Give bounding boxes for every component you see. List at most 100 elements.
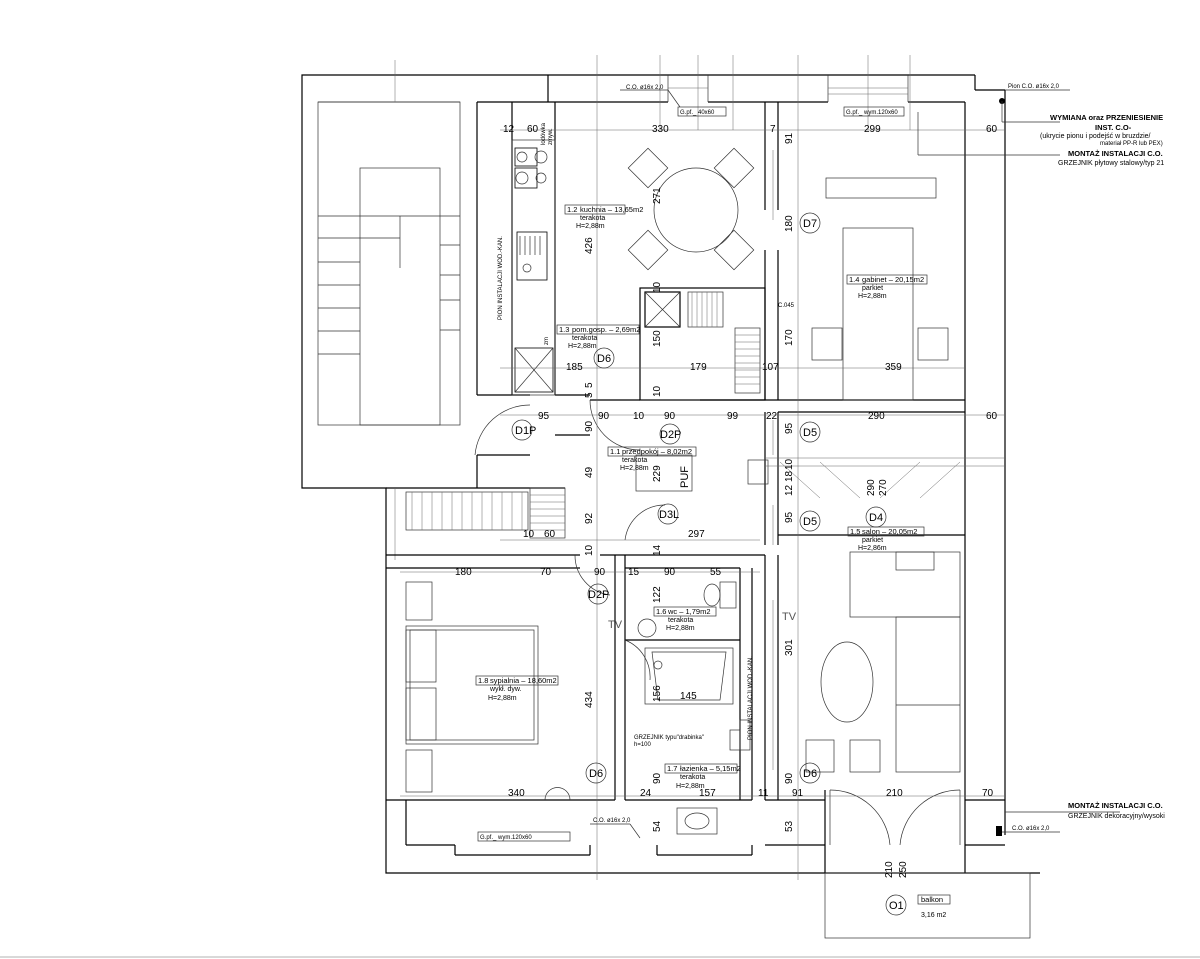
svg-text:H=2,88m: H=2,88m: [620, 465, 649, 472]
svg-text:297: 297: [688, 529, 705, 540]
svg-text:pom.gosp. – 2,69m2: pom.gosp. – 2,69m2: [572, 325, 640, 334]
svg-text:h=100: h=100: [634, 742, 652, 748]
svg-text:90: 90: [652, 772, 663, 784]
svg-text:290: 290: [868, 411, 885, 422]
dimensions-horizontal: 12 60 330 7 299 60 185 179 107 359 95 90…: [455, 124, 998, 799]
svg-text:salon – 20,05m2: salon – 20,05m2: [862, 527, 917, 536]
room-label-office: 1.4 gabinet – 20,15m2 parkiet H=2,88m: [846, 274, 928, 300]
svg-text:90: 90: [784, 772, 795, 784]
svg-text:271: 271: [652, 187, 663, 204]
svg-text:GRZEJNIK dekoracyjny/wysoki: GRZEJNIK dekoracyjny/wysoki: [1068, 813, 1165, 820]
svg-text:95: 95: [784, 422, 795, 434]
svg-text:H=2,88m: H=2,88m: [666, 625, 695, 632]
svg-text:107: 107: [762, 362, 779, 373]
svg-text:299: 299: [864, 124, 881, 135]
svg-text:10: 10: [652, 385, 663, 397]
svg-text:D6: D6: [589, 768, 603, 780]
svg-text:O1: O1: [889, 900, 904, 912]
svg-text:C.045: C.045: [778, 303, 795, 309]
svg-text:1.3: 1.3: [559, 325, 569, 334]
svg-text:157: 157: [699, 788, 716, 799]
svg-text:54: 54: [652, 820, 663, 832]
svg-text:18: 18: [784, 470, 795, 482]
svg-text:70: 70: [540, 567, 552, 578]
svg-text:C.O. ø16x 2,0: C.O. ø16x 2,0: [593, 818, 631, 824]
svg-text:PUF: PUF: [679, 466, 691, 488]
room-label-bathroom: 1.7 łazienka – 5,15m2 terakota H=2,88m: [664, 763, 741, 790]
svg-text:210: 210: [886, 788, 903, 799]
svg-text:60: 60: [986, 411, 998, 422]
svg-text:229: 229: [652, 465, 663, 482]
svg-text:49: 49: [584, 466, 595, 478]
svg-text:gabinet – 20,15m2: gabinet – 20,15m2: [862, 275, 924, 284]
svg-text:24: 24: [640, 788, 652, 799]
room-label-living: 1.5 salon – 20,05m2 parkiet H=2,86m: [847, 526, 925, 552]
svg-text:434: 434: [584, 691, 595, 708]
svg-text:TV: TV: [608, 619, 623, 631]
svg-text:WYMIANA oraz PRZENIESIENIE: WYMIANA oraz PRZENIESIENIE: [1050, 113, 1163, 122]
staircase: [317, 60, 461, 560]
svg-text:92: 92: [584, 512, 595, 524]
svg-text:zmyw.: zmyw.: [548, 128, 554, 145]
svg-text:MONTAŻ INSTALACJI C.O.: MONTAŻ INSTALACJI C.O.: [1068, 149, 1163, 158]
svg-text:D7: D7: [803, 218, 817, 230]
svg-text:D3L: D3L: [659, 509, 679, 521]
svg-text:90: 90: [598, 411, 610, 422]
svg-text:10: 10: [652, 281, 663, 293]
svg-text:1.1: 1.1: [610, 447, 620, 456]
svg-text:10: 10: [633, 411, 645, 422]
svg-text:290: 290: [866, 479, 877, 496]
dimensions-vertical: 91 271 426 180 170 150 10 10 5 5 90 49 9…: [584, 132, 909, 878]
svg-text:90: 90: [594, 567, 606, 578]
svg-text:sypialnia – 18,60m2: sypialnia – 18,60m2: [490, 676, 557, 685]
svg-text:G.pf._ wym.120x60: G.pf._ wym.120x60: [480, 835, 532, 841]
room-label-storage: 1.3 pom.gosp. – 2,69m2 terakota H=2,88m: [556, 324, 640, 350]
svg-text:22: 22: [766, 411, 778, 422]
svg-text:H=2,88m: H=2,88m: [568, 343, 597, 350]
svg-text:wc – 1,79m2: wc – 1,79m2: [667, 607, 711, 616]
svg-text:53: 53: [784, 820, 795, 832]
svg-text:330: 330: [652, 124, 669, 135]
svg-text:179: 179: [690, 362, 707, 373]
svg-text:wykł. dyw.: wykł. dyw.: [489, 686, 522, 693]
svg-text:210: 210: [884, 861, 895, 878]
svg-text:12: 12: [503, 124, 515, 135]
svg-text:14: 14: [652, 544, 663, 556]
svg-text:359: 359: [885, 362, 902, 373]
outer-walls: [301, 74, 1040, 874]
svg-text:95: 95: [784, 511, 795, 523]
svg-text:12: 12: [784, 484, 795, 496]
svg-text:D4: D4: [869, 512, 883, 524]
svg-text:156: 156: [652, 685, 663, 702]
svg-text:90: 90: [584, 420, 595, 432]
svg-text:H=2,86m: H=2,86m: [858, 545, 887, 552]
svg-text:balkon: balkon: [921, 895, 943, 904]
svg-text:1.8: 1.8: [478, 676, 488, 685]
svg-text:180: 180: [455, 567, 472, 578]
svg-text:91: 91: [784, 132, 795, 144]
svg-text:D2P: D2P: [660, 429, 681, 441]
room-label-kitchen: 1.2 kuchnia – 13,65m2 terakota H=2,88m: [564, 204, 643, 230]
svg-text:łazienka – 5,15m2: łazienka – 5,15m2: [680, 764, 741, 773]
svg-text:D1P: D1P: [515, 425, 536, 437]
svg-text:5: 5: [584, 392, 595, 398]
svg-text:150: 150: [652, 330, 663, 347]
svg-text:D6: D6: [597, 353, 611, 365]
svg-text:parkiet: parkiet: [862, 285, 883, 292]
svg-text:H=2,88m: H=2,88m: [576, 223, 605, 230]
room-label-balcony: balkon 3,16 m2: [917, 894, 951, 919]
svg-text:1.7: 1.7: [667, 764, 677, 773]
svg-text:301: 301: [784, 639, 795, 656]
svg-text:11: 11: [758, 788, 769, 799]
svg-text:TV: TV: [782, 611, 797, 623]
svg-text:terakota: terakota: [680, 774, 705, 781]
svg-text:MONTAŻ INSTALACJI C.O.: MONTAŻ INSTALACJI C.O.: [1068, 801, 1163, 810]
svg-text:PION INSTALACJI WOD.-KAN.: PION INSTALACJI WOD.-KAN.: [498, 236, 504, 320]
svg-text:G.pf._ 40x60: G.pf._ 40x60: [680, 110, 715, 116]
svg-text:10: 10: [784, 458, 795, 470]
bottom-installation-notes: G.pf._ wym.120x60 C.O. ø16x 2,0 MONTAŻ I…: [477, 801, 1165, 842]
svg-text:C.O. ø16x 2,0: C.O. ø16x 2,0: [626, 85, 664, 91]
room-label-hall: 1.1 przedpokój – 8,02m2 terakota H=2,88m: [607, 446, 697, 472]
svg-text:250: 250: [898, 861, 909, 878]
